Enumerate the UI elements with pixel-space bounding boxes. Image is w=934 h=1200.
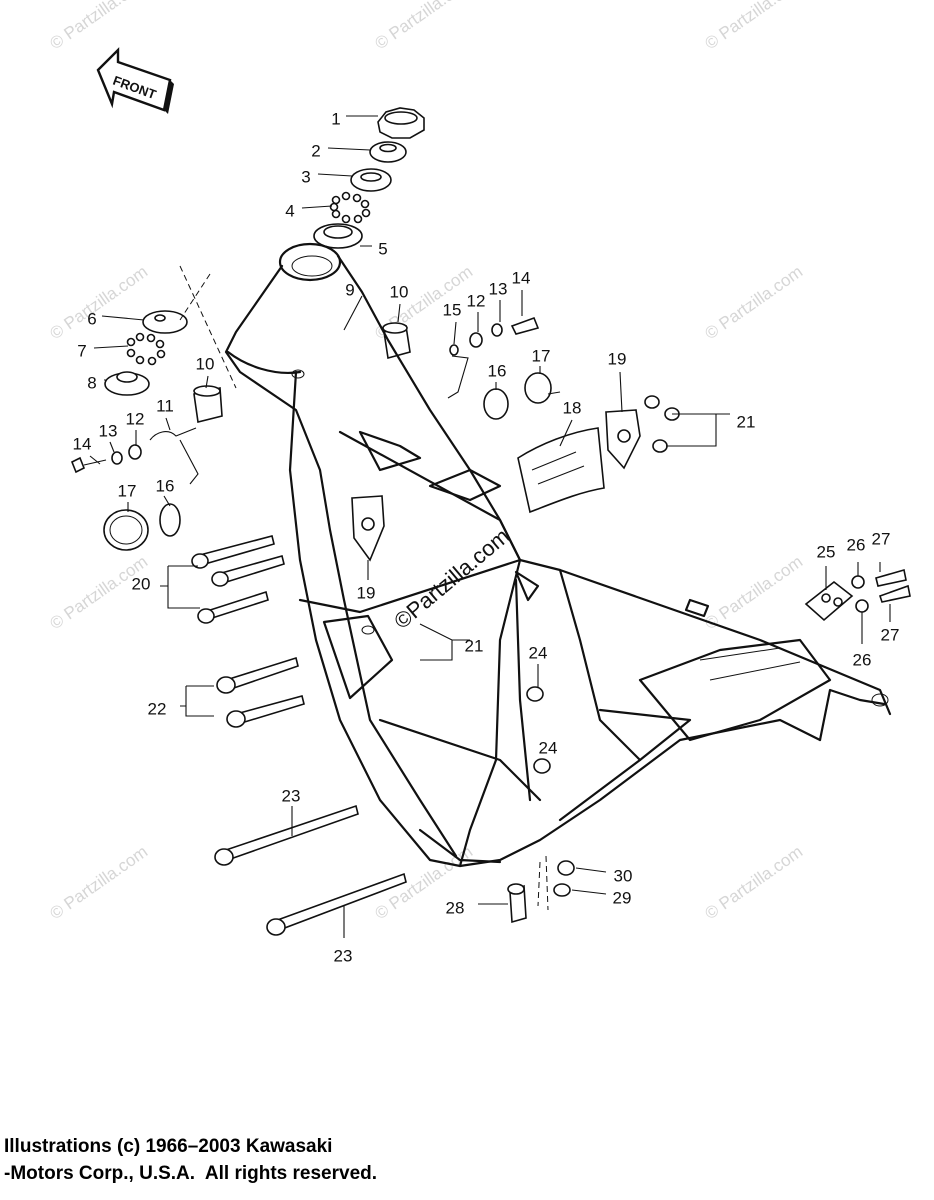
- callout-8: 8: [87, 373, 96, 392]
- watermark: © Partzilla.com: [701, 262, 806, 343]
- watermark: © Partzilla.com: [701, 552, 806, 633]
- callout-21: 21: [737, 412, 756, 431]
- ball-bearings: [329, 191, 371, 224]
- front-arrow: FRONT: [96, 47, 174, 114]
- motorcycle-frame: [224, 242, 892, 868]
- callout-10: 10: [390, 282, 409, 301]
- callout-19: 19: [608, 349, 627, 368]
- callout-13: 13: [489, 279, 508, 298]
- callout-23: 23: [334, 946, 353, 965]
- callout-27: 27: [872, 529, 891, 548]
- ball-bearings-lower: [126, 332, 166, 366]
- copyright-line-1: Illustrations (c) 1966–2003 Kawasaki: [4, 1136, 333, 1157]
- callout-24: 24: [539, 738, 558, 757]
- callout-14: 14: [73, 434, 92, 453]
- watermark: © Partzilla.com: [701, 842, 806, 923]
- center-watermark-group: ©Partzilla.com: [389, 523, 514, 634]
- callout-6: 6: [87, 309, 96, 328]
- callout-9: 9: [345, 280, 354, 299]
- callout-24: 24: [529, 643, 548, 662]
- callout-23: 23: [282, 786, 301, 805]
- callout-16: 16: [156, 476, 175, 495]
- callout-26: 26: [853, 650, 872, 669]
- callout-12: 12: [126, 409, 145, 428]
- callout-15: 15: [443, 300, 462, 319]
- upper-middle-parts: [382, 316, 605, 514]
- callout-22: 22: [148, 699, 167, 718]
- callout-21: 21: [465, 636, 484, 655]
- callout-16: 16: [488, 361, 507, 380]
- callout-19: 19: [357, 583, 376, 602]
- callout-3: 3: [301, 167, 310, 186]
- lower-parts: [478, 562, 911, 924]
- watermark-layer: © Partzilla.com © Partzilla.com © Partzi…: [46, 0, 806, 923]
- callout-7: 7: [77, 341, 86, 360]
- callout-28: 28: [446, 898, 465, 917]
- copyright-notice: Illustrations (c) 1966–2003 Kawasaki -Mo…: [4, 1133, 377, 1187]
- callout-29: 29: [613, 888, 632, 907]
- callout-18: 18: [563, 398, 582, 417]
- callout-13: 13: [99, 421, 118, 440]
- callout-11: 11: [156, 396, 174, 415]
- callout-25: 25: [817, 542, 836, 561]
- callout-17: 17: [532, 346, 551, 365]
- bolts: [160, 535, 407, 938]
- steering-head-parts: [313, 107, 425, 249]
- callout-30: 30: [614, 866, 633, 885]
- callout-20: 20: [132, 574, 151, 593]
- watermark: © Partzilla.com: [46, 262, 151, 343]
- upper-right-parts: [351, 395, 730, 562]
- callout-26: 26: [847, 535, 866, 554]
- watermark: © Partzilla.com: [701, 0, 806, 53]
- watermark: © Partzilla.com: [46, 842, 151, 923]
- callout-4: 4: [285, 201, 294, 220]
- copyright-line-2: -Motors Corp., U.S.A. All rights reserve…: [4, 1163, 378, 1184]
- callout-12: 12: [467, 291, 486, 310]
- left-side-parts: [70, 265, 237, 551]
- callout-2: 2: [311, 141, 320, 160]
- callout-5: 5: [378, 239, 387, 258]
- watermark: © Partzilla.com: [46, 0, 151, 53]
- center-watermark: ©Partzilla.com: [389, 523, 514, 634]
- leader-lines: [89, 115, 827, 661]
- watermark: © Partzilla.com: [371, 0, 476, 53]
- callout-14: 14: [512, 268, 531, 287]
- callout-27: 27: [881, 625, 900, 644]
- callout-10: 10: [196, 354, 215, 373]
- callout-17: 17: [118, 481, 137, 500]
- callout-1: 1: [331, 109, 340, 128]
